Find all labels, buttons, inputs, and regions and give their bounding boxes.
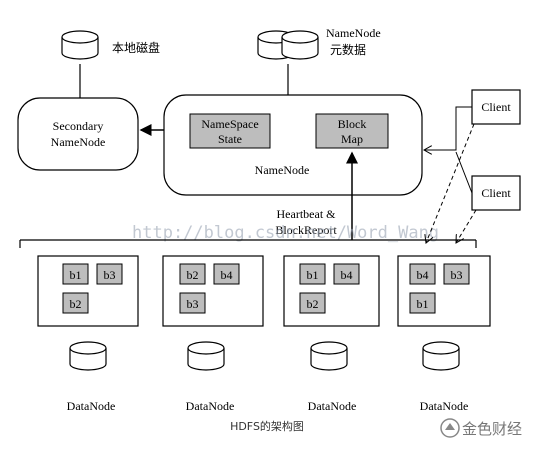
datanode-3-block (299, 263, 326, 285)
datanode-3-box (283, 255, 380, 327)
datanode-4-disk-icon (422, 341, 460, 371)
datanode-1-block-label: b1 (70, 268, 82, 282)
datanode-3-block (299, 292, 326, 314)
datanode-4-block-label: b1 (417, 297, 429, 311)
datanode-4-block (409, 292, 436, 314)
client-label-1: Client (481, 100, 511, 114)
datanode-3-label: DataNode (308, 399, 357, 413)
client2-namenode-link (455, 151, 473, 194)
block-map-label-1: Block (338, 117, 367, 131)
namespace-state-label-2: State (218, 132, 242, 146)
datanode-2-block-label: b4 (221, 268, 233, 282)
datanode-2-box (162, 255, 264, 327)
heartbeat-label-2: BlockReport (275, 223, 337, 237)
watermark-text: http://blog.csdn.net/Word_Wang (132, 223, 439, 243)
namenode-label: NameNode (255, 163, 310, 177)
datanode-3: b1 b4 b2 DataNode (283, 255, 380, 413)
secondary-namenode-label-2: NameNode (51, 135, 106, 149)
datanode-1-block (96, 263, 123, 285)
datanode-3-block-label: b1 (307, 268, 319, 282)
datanode-3-disk-icon (310, 341, 348, 371)
logo-text: 金色财经 (462, 420, 522, 438)
datanode-1-label: DataNode (67, 399, 116, 413)
client-box-1 (471, 89, 521, 125)
datanode-2-block (179, 263, 206, 285)
datanode-1: b1 b3 b2 DataNode (37, 255, 139, 413)
datanode-2-block-label: b2 (187, 268, 199, 282)
namenode-metadata-label-1: NameNode (326, 26, 381, 40)
datanode-4-block-label: b4 (417, 268, 429, 282)
datanode-2-block (179, 292, 206, 314)
secondary-namenode-box (17, 97, 139, 171)
datanode-2-block (213, 263, 240, 285)
datanode-4: b4 b3 b1 DataNode (397, 255, 491, 413)
figure-caption: HDFS的架构图 (230, 419, 304, 433)
datanode-4-block (409, 263, 436, 285)
heartbeat-label-1: Heartbeat & (277, 207, 337, 221)
datanode-1-block-label: b2 (70, 297, 82, 311)
datanode-2-disk-icon (187, 341, 225, 371)
namespace-state-label-1: NameSpace (201, 117, 258, 131)
datanode-4-label: DataNode (420, 399, 469, 413)
datanode-2: b2 b4 b3 DataNode (162, 255, 264, 413)
datanode-4-block-label: b3 (451, 268, 463, 282)
namespace-state-box (189, 113, 271, 149)
client-box-2 (471, 175, 521, 211)
datanode-2-label: DataNode (186, 399, 235, 413)
secondary-namenode-label-1: Secondary (53, 119, 104, 133)
local-disk-label: 本地磁盘 (112, 40, 160, 55)
namenode-metadata-label-2: 元数据 (330, 42, 366, 57)
client-label-2: Client (481, 186, 511, 200)
client1-data-dashed (426, 123, 475, 243)
local-disk-icon (61, 30, 99, 60)
datanode-1-block (62, 263, 89, 285)
datanode-3-block (333, 263, 360, 285)
datanode-1-disk-icon (69, 341, 107, 371)
datanode-1-block (62, 292, 89, 314)
namenode-metadata-icon-front (281, 30, 319, 60)
client1-namenode-link (424, 106, 472, 150)
client2-data-dashed (456, 209, 477, 243)
block-map-box (315, 113, 389, 149)
site-logo: 金色财经 (440, 418, 522, 438)
block-map-label-2: Map (341, 132, 363, 146)
datanode-4-block (443, 263, 470, 285)
logo-icon-mark (445, 423, 455, 430)
datanode-3-block-label: b2 (307, 297, 319, 311)
datanode-1-block-label: b3 (104, 268, 116, 282)
datanode-2-block-label: b3 (187, 297, 199, 311)
datanode-3-block-label: b4 (341, 268, 353, 282)
